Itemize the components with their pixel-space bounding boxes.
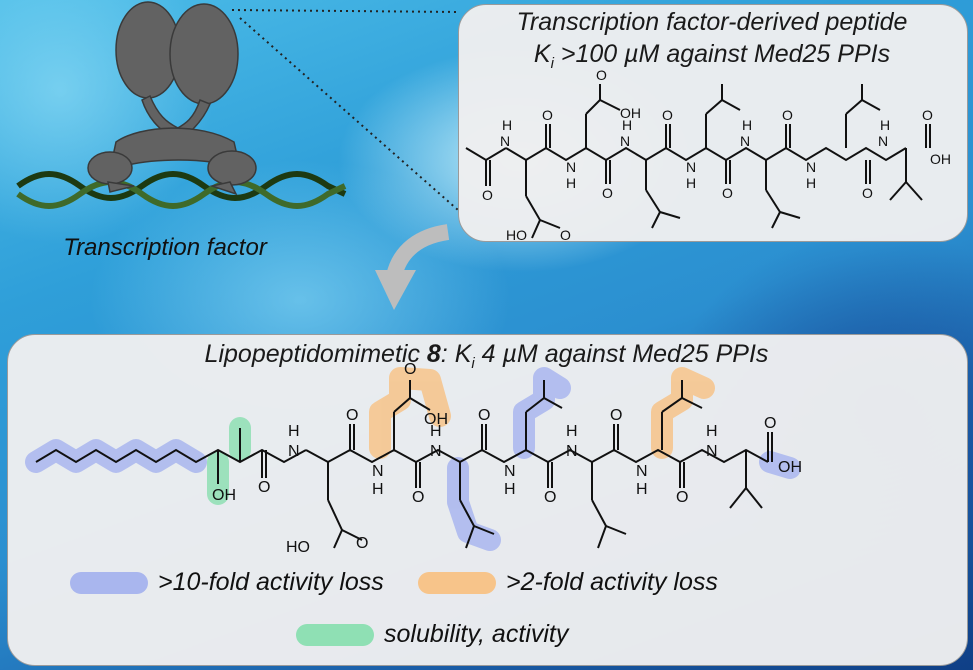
connector-line [239, 17, 459, 211]
peptide-skeleton [465, 84, 931, 239]
atom-o: O [478, 407, 490, 424]
atom-h: H [636, 481, 648, 498]
atom-h: H [686, 175, 696, 191]
bottom-atom-labels: OH O H N O HO O N H OH O O H N O N H O H… [212, 361, 802, 556]
atom-h: H [566, 175, 576, 191]
atom-h: H [806, 175, 816, 191]
highlight-asp-side-chain [369, 367, 451, 459]
atom-h: H [742, 117, 752, 133]
atom-o: O [542, 107, 553, 123]
atom-h: H [430, 423, 442, 440]
ki-subscript: i [550, 55, 554, 72]
top-atom-labels: O H N O HO O N H O OH O H N O N H O H N … [482, 67, 951, 243]
ki-symbol: : K [440, 340, 472, 368]
legend-label-green: solubility, activity [384, 620, 569, 648]
protein-icon [87, 1, 257, 196]
atom-n: N [504, 463, 516, 480]
legend-swatch-blue [70, 572, 148, 594]
atom-n: N [566, 443, 578, 460]
atom-n: N [806, 159, 816, 175]
atom-n: N [288, 443, 300, 460]
title-prefix: Lipopeptidomimetic [204, 340, 427, 368]
ki-value-text: >100 µM against Med25 PPIs [553, 40, 891, 68]
atom-o: O [596, 67, 607, 83]
atom-o: O [412, 489, 424, 506]
atom-o: O [258, 479, 270, 496]
connector-line [231, 9, 459, 13]
atom-n: N [372, 463, 384, 480]
atom-n: N [620, 133, 630, 149]
atom-n: N [706, 443, 718, 460]
highlight-leu3-side-chain [513, 367, 571, 459]
lipopeptidomimetic-title: Lipopeptidomimetic 8: Ki 4 µM against Me… [7, 340, 966, 372]
atom-n: N [430, 443, 442, 460]
lipopeptidomimetic-skeleton [35, 380, 773, 549]
atom-oh: OH [930, 151, 951, 167]
curved-arrow-icon [375, 224, 450, 310]
compound-number: 8 [426, 340, 441, 368]
atom-n: N [686, 159, 696, 175]
legend-label-orange: >2-fold activity loss [506, 568, 718, 596]
atom-h: H [706, 423, 718, 440]
ki-subscript: i [471, 355, 475, 372]
legend-label-blue: >10-fold activity loss [158, 568, 384, 596]
atom-o: O [544, 489, 556, 506]
atom-ho: HO [506, 227, 527, 243]
atom-n: N [878, 133, 888, 149]
atom-h: H [372, 481, 384, 498]
atom-o: O [862, 185, 873, 201]
atom-n: N [566, 159, 576, 175]
highlight-c-terminal [759, 451, 801, 479]
highlight-leu2-side-chain [447, 457, 501, 551]
atom-n: N [500, 133, 510, 149]
transcription-factor-label: Transcription factor [63, 234, 267, 261]
ki-value-text: 4 µM against Med25 PPIs [474, 340, 769, 368]
lipopeptidomimetic-panel [7, 334, 968, 666]
atom-o: O [610, 407, 622, 424]
atom-oh: OH [778, 459, 802, 476]
atom-o: O [560, 227, 571, 243]
atom-ho: HO [286, 539, 310, 556]
atom-o: O [922, 107, 933, 123]
atom-o: O [782, 107, 793, 123]
peptide-title: Transcription factor-derived peptide [516, 8, 908, 36]
atom-o: O [764, 415, 776, 432]
legend-swatch-orange [418, 572, 496, 594]
atom-o: O [676, 489, 688, 506]
atom-h: H [880, 117, 890, 133]
atom-oh: OH [620, 105, 641, 121]
atom-n: N [740, 133, 750, 149]
atom-oh: OH [212, 487, 236, 504]
atom-o: O [662, 107, 673, 123]
atom-o: O [404, 361, 416, 378]
legend-swatch-green [296, 624, 374, 646]
atom-o: O [346, 407, 358, 424]
atom-o: O [356, 535, 368, 552]
atom-h: H [288, 423, 300, 440]
atom-h: H [622, 117, 632, 133]
atom-h: H [502, 117, 512, 133]
atom-oh: OH [424, 411, 448, 428]
atom-h: H [504, 481, 516, 498]
atom-h: H [566, 423, 578, 440]
peptide-ki-title: Ki >100 µM against Med25 PPIs [458, 40, 966, 72]
atom-o: O [602, 185, 613, 201]
atom-n: N [636, 463, 648, 480]
atom-o: O [722, 185, 733, 201]
dna-helix-icon [16, 171, 347, 209]
atom-o: O [482, 187, 493, 203]
ki-symbol: K [533, 40, 551, 68]
peptide-panel [458, 4, 968, 242]
